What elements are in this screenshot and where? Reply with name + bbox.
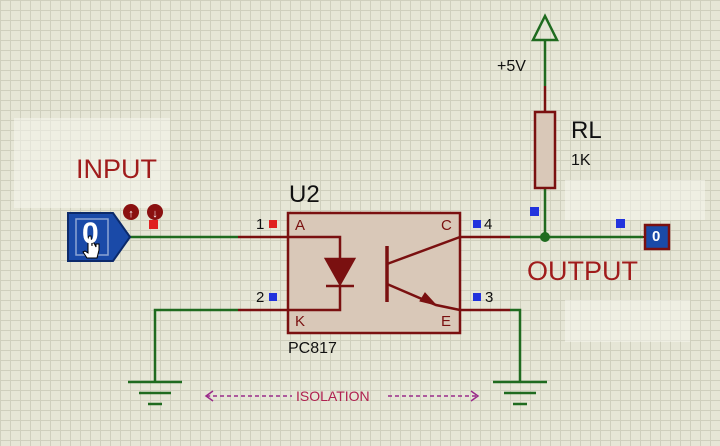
resistor-value-label: 1K — [571, 152, 591, 169]
output-label: OUTPUT — [527, 256, 638, 286]
pin2-ground-wire — [153, 308, 238, 382]
logic-probe-value: 0 — [652, 228, 661, 245]
pin-marker — [616, 219, 625, 228]
ground-symbol-left — [128, 380, 182, 406]
resistor-ref-label: RL — [571, 117, 602, 144]
step-up-icon — [123, 204, 139, 220]
pin-state-markers — [149, 207, 625, 301]
pin3-ground-wire — [510, 308, 522, 382]
pin2-number: 2 — [256, 289, 265, 306]
pin-low-marker — [149, 220, 158, 229]
pin2-name: K — [295, 313, 306, 330]
logic-state-input[interactable] — [67, 212, 132, 262]
pin-marker — [269, 293, 277, 301]
pin-marker — [473, 293, 481, 301]
pin-low-marker — [269, 220, 277, 228]
simulation-step-icons[interactable]: ↑ ↓ — [123, 204, 163, 220]
pin1-number: 1 — [256, 216, 265, 233]
background-smear — [14, 118, 170, 208]
input-label: INPUT — [76, 154, 157, 184]
optocoupler-u2[interactable] — [238, 211, 510, 335]
hand-cursor-icon — [82, 235, 100, 259]
pin-marker — [473, 220, 481, 228]
pin3-number: 3 — [485, 289, 494, 306]
isolation-arrow — [204, 390, 480, 402]
power-terminal[interactable] — [530, 13, 560, 42]
ground-symbol-right — [493, 380, 547, 406]
optocoupler-body — [286, 211, 462, 335]
led-diode-icon — [323, 257, 357, 288]
pin3-name: E — [441, 313, 452, 330]
svg-text:↑: ↑ — [128, 208, 134, 220]
isolation-label: ISOLATION — [296, 388, 370, 404]
background-smear — [565, 180, 705, 220]
resistor-rl[interactable] — [533, 86, 557, 190]
pin4-name: C — [441, 217, 452, 234]
svg-text:↓: ↓ — [152, 208, 158, 220]
background-smear — [565, 300, 690, 342]
logic-input-value: 0 — [82, 217, 99, 250]
pin4-number: 4 — [484, 216, 493, 233]
pin1-name: A — [295, 217, 306, 234]
pin-marker — [530, 207, 539, 216]
wires — [130, 40, 643, 382]
logic-probe-output[interactable] — [643, 223, 671, 251]
step-down-icon — [147, 204, 163, 220]
component-part-label: PC817 — [288, 340, 337, 357]
junction-dot — [540, 232, 550, 242]
emitter-arrow-icon — [419, 292, 438, 306]
supply-label: +5V — [497, 58, 526, 75]
component-ref-label: U2 — [289, 181, 320, 208]
